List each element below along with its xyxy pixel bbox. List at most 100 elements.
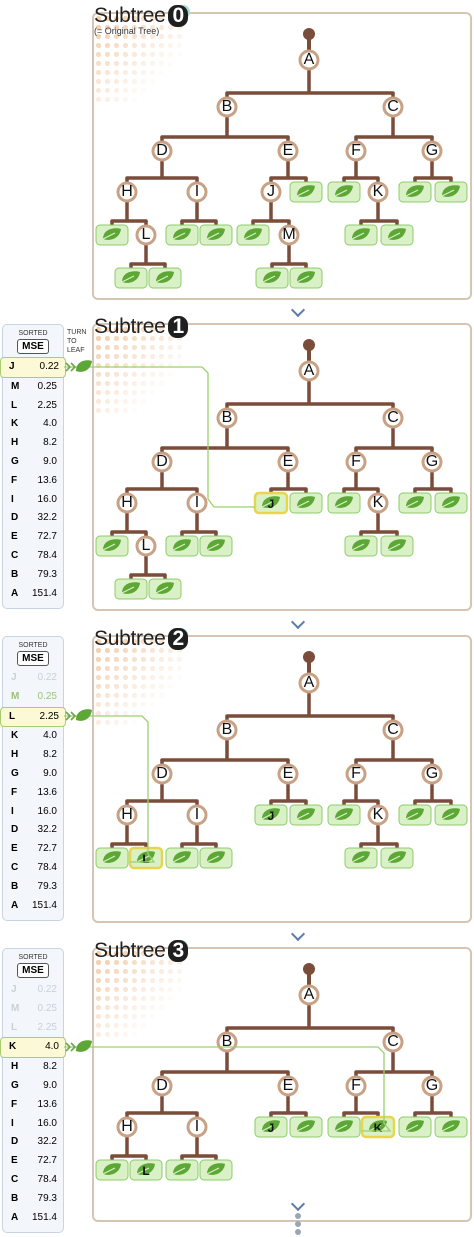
node-label: H <box>121 806 133 823</box>
node-circle <box>345 1075 367 1097</box>
mse-value: 4.0 <box>45 1041 59 1053</box>
root-dot <box>303 28 315 40</box>
mse-key: A <box>11 587 19 599</box>
root-dot <box>303 651 315 663</box>
node-label: F <box>351 453 361 470</box>
mse-value: 151.4 <box>31 587 57 599</box>
mse-row-d[interactable]: D 32.2 <box>3 509 63 528</box>
node-label: L <box>142 537 151 554</box>
mse-key: I <box>11 493 14 505</box>
mse-key: H <box>11 1061 19 1073</box>
leaf-icon <box>76 709 92 721</box>
node-label: C <box>387 409 399 426</box>
mse-row-j[interactable]: J 0.22 <box>3 669 63 688</box>
subtree-number: 3 <box>168 940 188 962</box>
dot-pattern <box>94 637 184 727</box>
node-label: D <box>156 1077 168 1094</box>
node-label: I <box>195 183 199 200</box>
mse-key: C <box>11 861 19 873</box>
node-label: E <box>283 453 294 470</box>
mse-value: 0.22 <box>37 672 57 683</box>
node-circle <box>186 1116 208 1138</box>
mse-value: 8.2 <box>43 437 57 449</box>
turn-to-leaf-connector <box>64 366 255 508</box>
sorted-label: SORTED <box>18 954 48 961</box>
mse-key: I <box>11 805 14 817</box>
mse-value: 0.25 <box>37 690 57 702</box>
mse-value: 78.4 <box>37 549 57 561</box>
node-label: E <box>283 765 294 782</box>
node-label: J <box>267 183 275 200</box>
mse-value: 79.3 <box>37 568 57 580</box>
mse-row-b[interactable]: B 79.3 <box>3 566 63 585</box>
mse-value: 16.0 <box>37 805 57 817</box>
mse-key: D <box>11 512 19 524</box>
mse-key: G <box>11 767 19 779</box>
node-label: A <box>304 51 315 68</box>
mse-key: F <box>11 474 18 486</box>
mse-row-i[interactable]: I 16.0 <box>3 803 63 822</box>
mse-key: B <box>11 568 19 580</box>
subtree-word: Subtree <box>94 627 166 650</box>
node-circle <box>421 1075 443 1097</box>
mse-key: J <box>11 672 17 683</box>
mse-key: K <box>9 1041 17 1053</box>
node-label: M <box>282 226 295 243</box>
subtree-word: Subtree <box>94 315 166 338</box>
node-label: F <box>351 142 361 159</box>
node-circle <box>135 535 157 557</box>
mse-key: E <box>11 531 18 543</box>
subtree-number: 1 <box>168 316 188 338</box>
mse-row-k[interactable]: K 4.0 <box>0 1037 66 1059</box>
node-label: D <box>156 765 168 782</box>
node-circle <box>116 804 138 826</box>
node-circle <box>116 492 138 514</box>
mse-row-a[interactable]: A 151.4 <box>3 585 63 604</box>
mse-key: L <box>11 399 18 411</box>
node-label: G <box>426 453 438 470</box>
mse-value: 32.2 <box>37 512 57 524</box>
node-label: I <box>195 1118 199 1135</box>
node-circle <box>367 492 389 514</box>
node-label: D <box>156 453 168 470</box>
mse-value: 79.3 <box>37 880 57 892</box>
node-label: L <box>142 852 149 866</box>
